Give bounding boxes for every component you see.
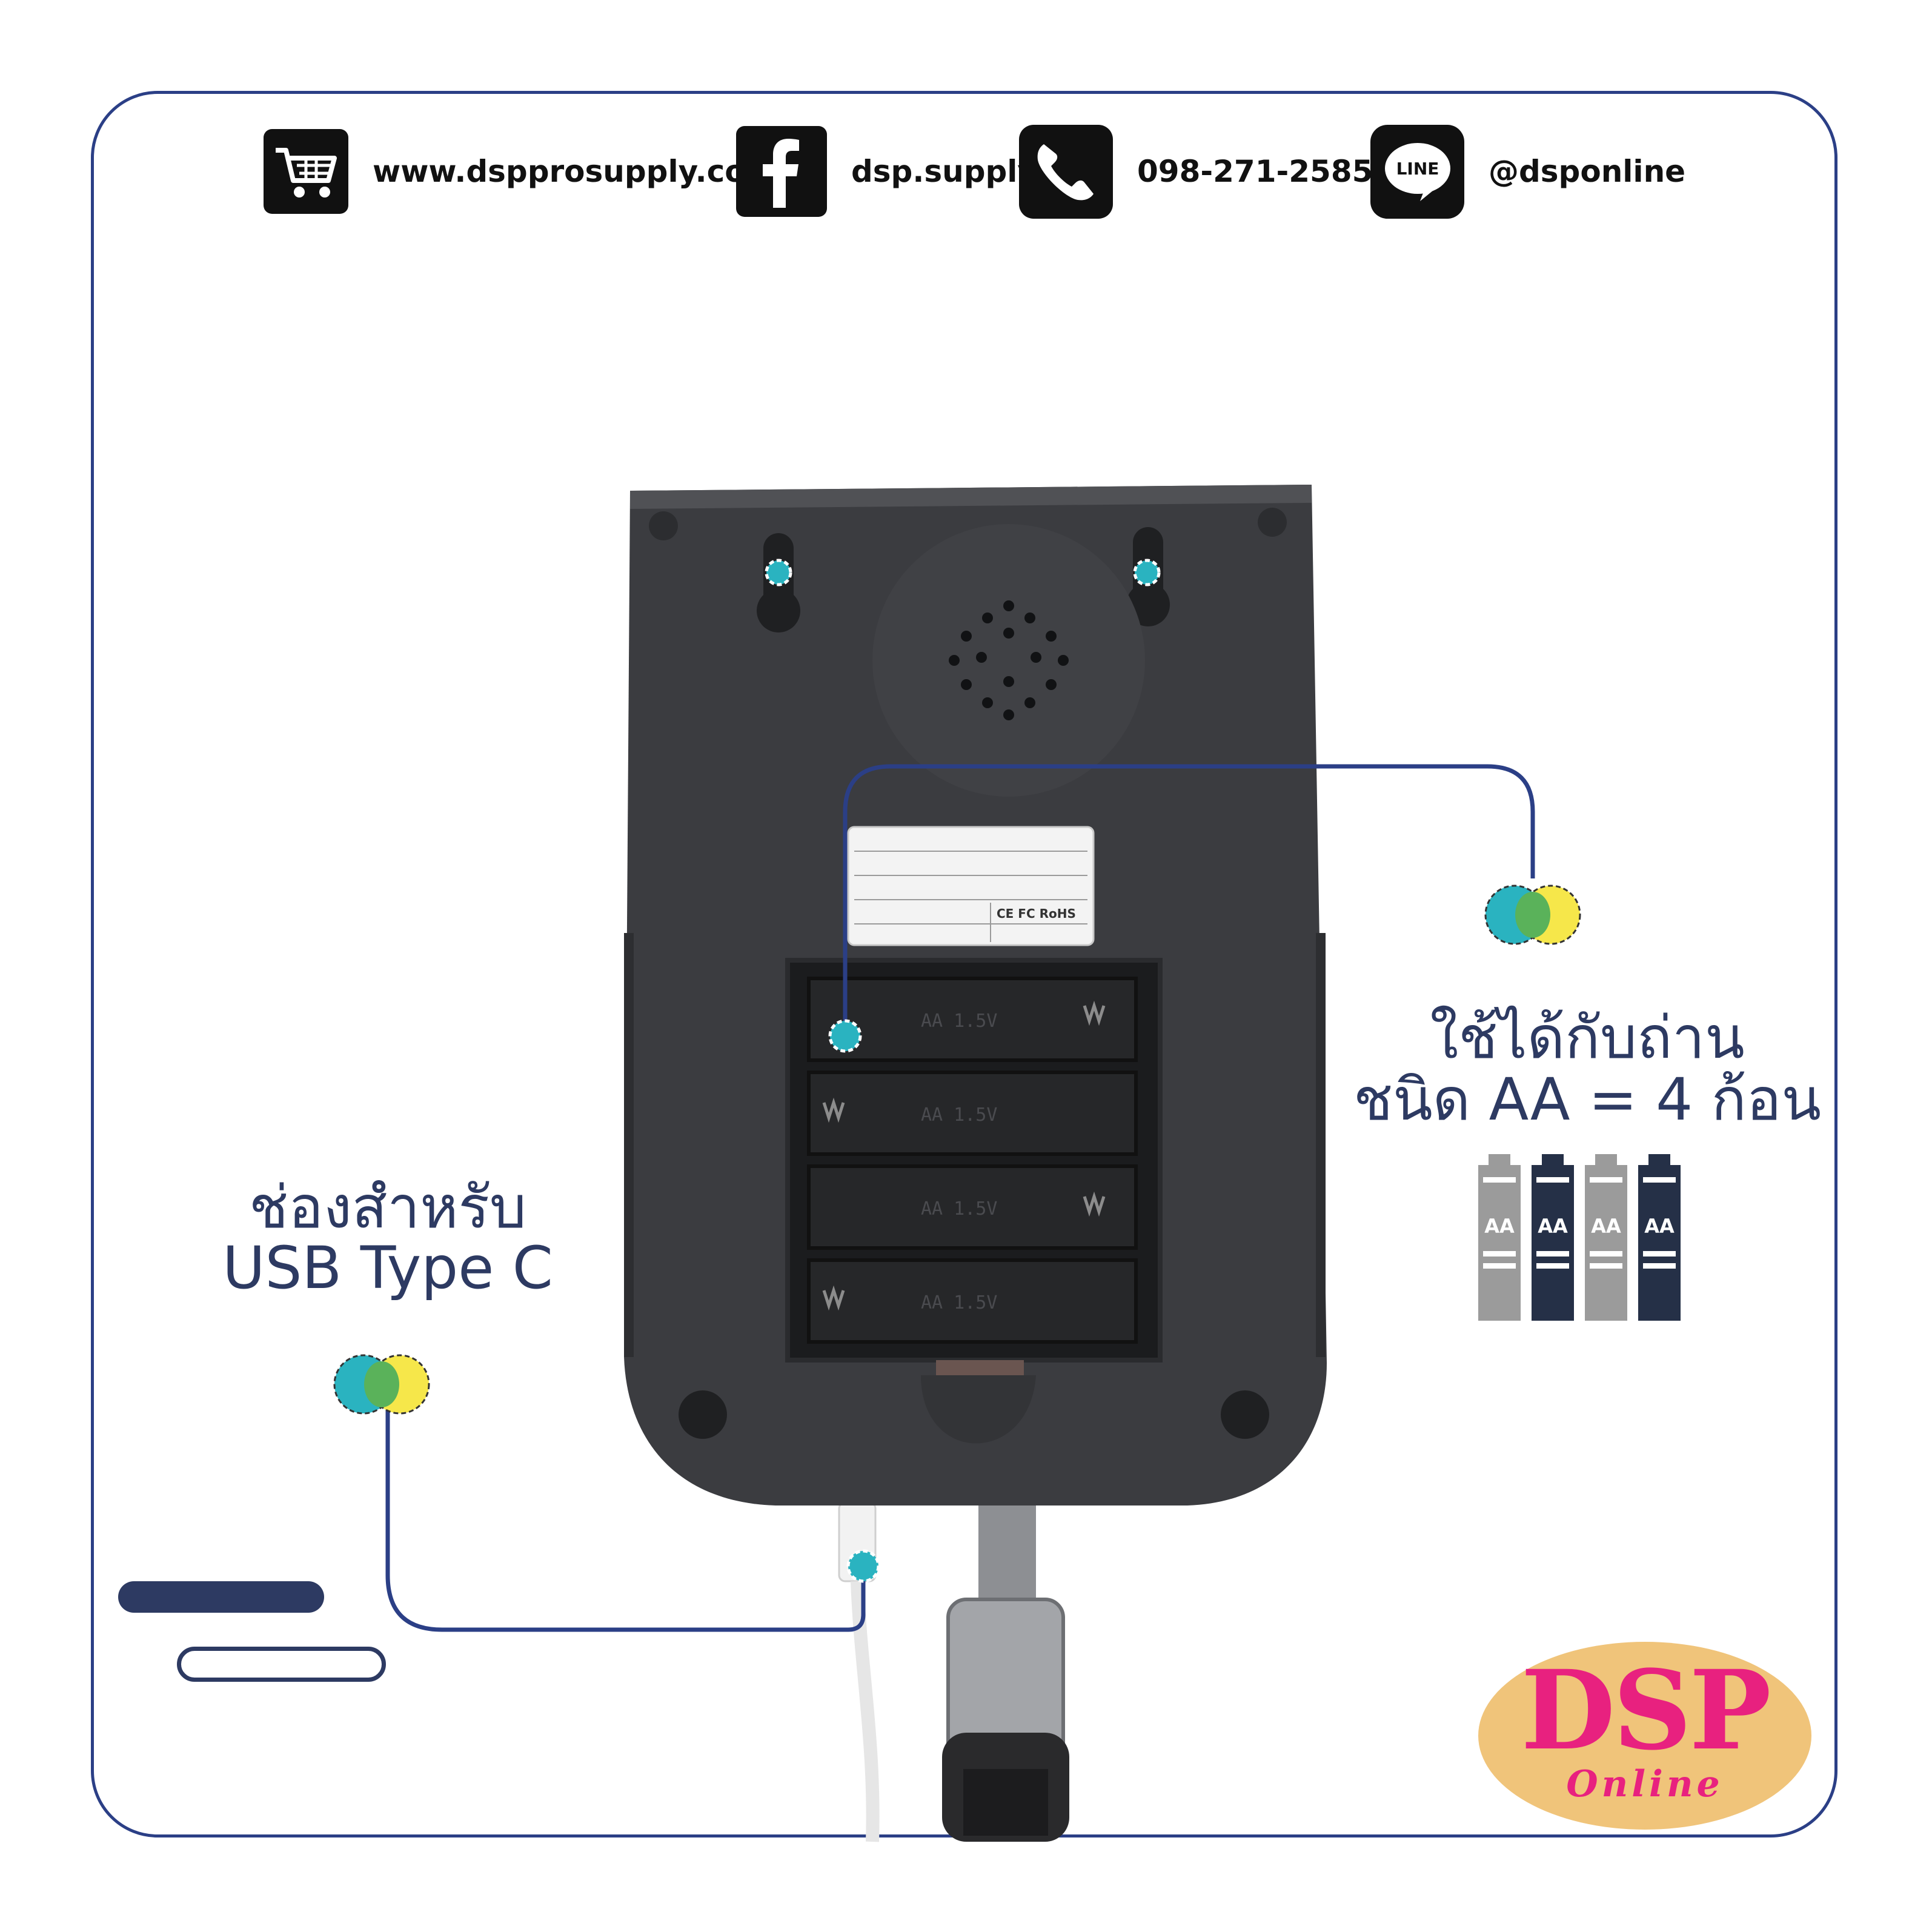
battery-label-line2: ชนิด AA = 4 ก้อน [1353,1066,1822,1134]
slot-label: AA 1.5V [921,1104,997,1126]
contact-website[interactable]: www.dspprosupply.com [264,126,777,217]
usb-badge [333,1354,430,1415]
battery-badge [1484,885,1581,945]
aa-battery-icon: AA [1585,1154,1627,1321]
line-icon-text: LINE [1396,159,1439,179]
battery-callout-line [843,764,1535,1036]
battery-label: ใช้ได้กับถ่าน ชนิด AA = 4 ก้อน [1333,1009,1842,1129]
contact-facebook[interactable]: dsp.supply [736,126,1037,217]
logo-sub-text: Online [1566,1763,1724,1805]
dsp-online-logo: DSP Online [1478,1642,1811,1830]
decor-pill-filled [118,1581,324,1613]
cart-icon [264,129,348,214]
screw-hole [1221,1390,1269,1439]
battery-marker [828,1019,862,1053]
logo-main-text: DSP [1521,1647,1771,1774]
line-text: @dsponline [1489,154,1686,189]
facebook-text: dsp.supply [851,154,1038,189]
contact-line[interactable]: LINE @dsponline [1370,124,1686,219]
aa-battery-icons: AA AA AA AA [1478,1154,1681,1321]
decor-pill-outline [177,1647,386,1682]
keyhole-marker [765,559,792,586]
phone-text: 098-271-2585 [1137,154,1373,189]
phone-icon [1019,124,1113,219]
screw-hole [649,511,678,540]
aa-battery-icon: AA [1532,1154,1574,1321]
aa-battery-icon: AA [1478,1154,1521,1321]
keyhole-marker [1133,559,1161,586]
usb-label: ช่องสำหรับ USB Type C [182,1178,594,1297]
website-text: www.dspprosupply.com [373,154,777,189]
slot-label: AA 1.5V [921,1292,997,1313]
screw-hole [679,1390,727,1439]
spec-sticker [847,826,1095,946]
speaker-area [872,524,1145,797]
usb-marker [846,1549,880,1583]
battery-slots [807,977,1138,1344]
slot-label: AA 1.5V [921,1198,997,1220]
sticker-cert-text: CE FC RoHS [997,906,1076,921]
battery-label-line1: ใช้ได้กับถ่าน [1430,1004,1745,1072]
slot-label: AA 1.5V [921,1011,997,1032]
speaker-holes [949,600,1069,720]
line-icon: LINE [1370,124,1464,219]
usb-cable [851,1581,880,1842]
usb-callout-line [385,1406,866,1632]
facebook-icon [736,126,827,217]
aa-battery-icon: AA [1638,1154,1681,1321]
pole-clamp [948,1599,1063,1775]
screw-hole [1258,508,1287,537]
contact-phone[interactable]: 098-271-2585 [1019,124,1373,219]
usb-label-line1: ช่องสำหรับ [249,1173,526,1241]
usb-label-line2: USB Type C [222,1234,553,1302]
